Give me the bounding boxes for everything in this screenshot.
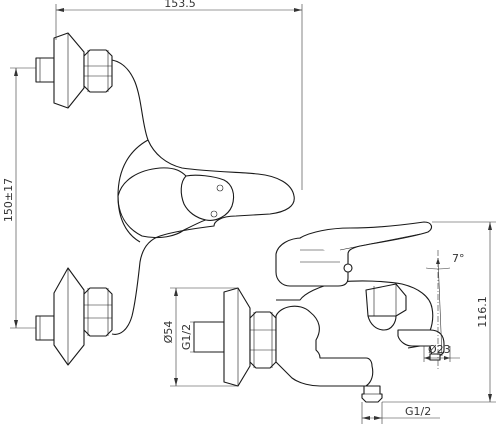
dim-height: 116.1 bbox=[382, 221, 496, 403]
diverter-knob bbox=[365, 283, 407, 317]
wall-flange bbox=[193, 287, 277, 387]
dim-outlet-diameter: Ø23 bbox=[423, 343, 460, 362]
dim-label-inlet-spacing: 150±17 bbox=[2, 178, 15, 222]
top-view bbox=[35, 32, 295, 366]
dim-label-spout-angle: 7° bbox=[452, 252, 465, 265]
dim-inlet-spacing: 150±17 bbox=[2, 67, 36, 329]
dim-label-height: 116.1 bbox=[476, 296, 489, 328]
dim-spout-angle: 7° bbox=[425, 252, 465, 270]
dim-label-outlet-thread: G1/2 bbox=[405, 405, 431, 418]
dim-label-overall-width: 153.5 bbox=[164, 0, 196, 10]
dim-outlet-thread: G1/2 bbox=[361, 402, 440, 424]
lever-handle bbox=[180, 174, 235, 221]
dim-label-outlet-diameter: Ø23 bbox=[428, 343, 451, 356]
dim-thread-inlet: G1/2 bbox=[180, 321, 210, 353]
side-view bbox=[193, 221, 445, 403]
lower-inlet-connector bbox=[35, 267, 113, 366]
mixer-body-outline bbox=[111, 59, 295, 335]
dim-flange-diameter: Ø54 bbox=[162, 287, 238, 387]
mixer-side-body bbox=[275, 305, 374, 387]
dim-label-flange-diameter: Ø54 bbox=[162, 321, 175, 344]
dim-overall-width: 153.5 bbox=[55, 0, 303, 190]
upper-inlet-connector bbox=[35, 32, 113, 109]
dim-label-thread-inlet: G1/2 bbox=[180, 324, 193, 350]
